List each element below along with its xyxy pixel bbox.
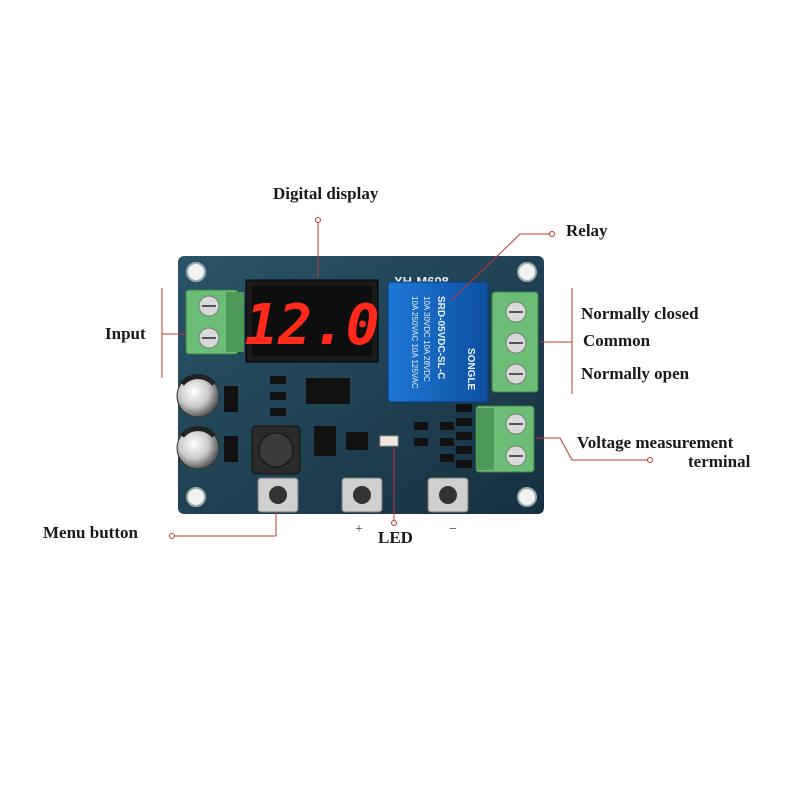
display-readout: 12.0 bbox=[245, 293, 380, 358]
mounting-hole bbox=[517, 487, 537, 507]
label-minus: − bbox=[449, 522, 457, 537]
menu-button[interactable] bbox=[257, 477, 299, 513]
led bbox=[379, 435, 399, 447]
label-normally-closed: Normally closed bbox=[581, 304, 699, 323]
minus-button[interactable] bbox=[427, 477, 469, 513]
label-relay: Relay bbox=[566, 221, 608, 240]
label-voltage-measurement: Voltage measurement bbox=[577, 433, 734, 452]
label-normally-open: Normally open bbox=[581, 364, 690, 383]
label-digital-display: Digital display bbox=[273, 184, 379, 203]
relay-spec-line: 10A 250VAC 10A 125VAC bbox=[410, 296, 419, 389]
relay-model: SRD-05VDC-SL-C bbox=[435, 296, 446, 379]
label-led: LED bbox=[378, 528, 413, 547]
voltage-measurement-terminal bbox=[475, 405, 535, 473]
input-terminal bbox=[185, 289, 244, 355]
label-menu-button: Menu button bbox=[43, 523, 138, 542]
label-common: Common bbox=[583, 331, 651, 350]
relay-spec-line: 10A 30VDC 10A 28VDC bbox=[422, 296, 431, 382]
leader-lines bbox=[161, 217, 653, 539]
small-components bbox=[224, 376, 472, 468]
label-voltage-measurement-terminal: terminal bbox=[688, 452, 751, 471]
inductor bbox=[251, 425, 301, 475]
label-input: Input bbox=[105, 324, 146, 343]
relay-brand: SONGLE bbox=[465, 348, 476, 391]
relay: 10A 250VAC 10A 125VAC 10A 30VDC 10A 28VD… bbox=[387, 281, 489, 403]
electrolytic-capacitor bbox=[176, 426, 220, 470]
digital-display: 12.0 bbox=[245, 279, 380, 363]
electrolytic-capacitor bbox=[176, 374, 220, 418]
plus-button[interactable] bbox=[341, 477, 383, 513]
mounting-hole bbox=[517, 262, 537, 282]
mounting-hole bbox=[186, 262, 206, 282]
label-plus: + bbox=[355, 522, 363, 537]
output-terminal bbox=[491, 291, 539, 393]
mounting-hole bbox=[186, 487, 206, 507]
